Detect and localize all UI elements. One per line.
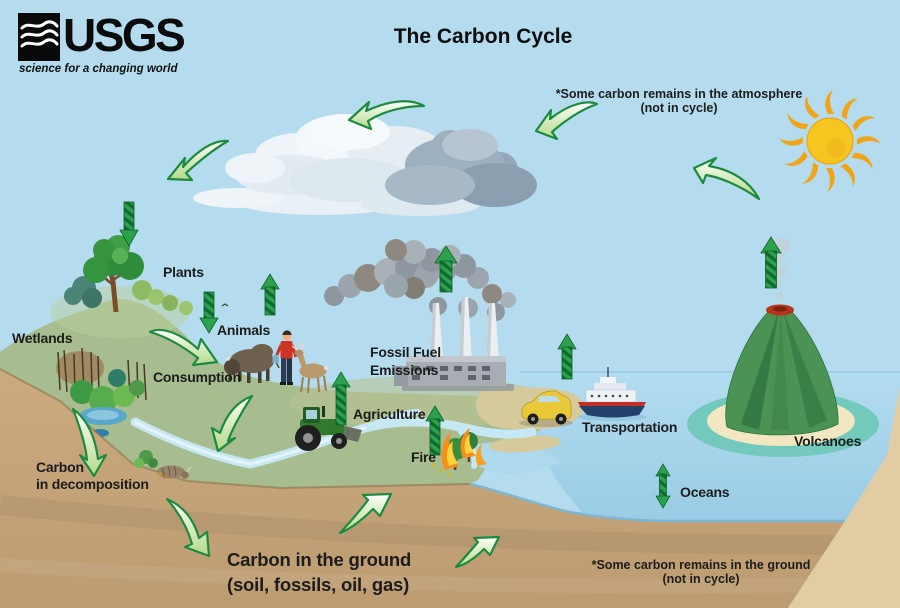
- label-volcanoes: Volcanoes: [794, 433, 862, 449]
- label-decomposition-line1: Carbon: [36, 459, 84, 475]
- arrow-sky-down-left: [534, 101, 599, 141]
- arrow-hill-down: [210, 394, 254, 453]
- arrow-atmosphere-left: [347, 100, 426, 131]
- arrow-agriculture-up: [331, 371, 351, 426]
- label-oceans: Oceans: [680, 484, 730, 500]
- atmosphere-note: *Some carbon remains in the atmosphere (…: [556, 87, 803, 115]
- label-fire: Fire: [411, 449, 436, 465]
- ship-icon: [577, 367, 647, 421]
- arrow-oceans-updown: [655, 463, 671, 509]
- label-fossil-fuel-line1: Fossil Fuel: [370, 344, 441, 360]
- arrow-wetlands-down: [199, 291, 219, 334]
- tree-icon: [64, 235, 229, 315]
- arrow-cloud-down-left: [166, 139, 230, 182]
- arrow-transportation-up: [557, 333, 577, 380]
- usgs-wordmark: USGS: [63, 9, 186, 61]
- sun-icon: [779, 90, 881, 192]
- arrow-emissions-up: [434, 245, 458, 293]
- label-plants: Plants: [163, 264, 204, 280]
- arrow-wetland-down: [71, 407, 108, 478]
- wetland-vegetation: [56, 347, 147, 437]
- ground-side-face: [788, 385, 900, 608]
- usgs-wave-icon: [18, 13, 60, 61]
- ground: [0, 368, 861, 608]
- atmosphere-note-line2: (not in cycle): [640, 101, 718, 115]
- label-wetlands: Wetlands: [12, 330, 73, 346]
- usgs-logo: USGS: [18, 9, 186, 61]
- ground-note-line2: (not in cycle): [662, 572, 740, 586]
- arrow-ground-up-right-2: [454, 535, 501, 569]
- label-decomposition-line2: in decomposition: [36, 476, 149, 492]
- ground-note: *Some carbon remains in the ground (not …: [592, 558, 811, 586]
- label-carbon-ground-line2: (soil, fossils, oil, gas): [227, 574, 410, 595]
- label-agriculture: Agriculture: [353, 406, 426, 422]
- ground-note-line1: *Some carbon remains in the ground: [591, 558, 811, 572]
- label-transportation: Transportation: [582, 419, 678, 435]
- arrow-animals-up: [260, 273, 280, 316]
- bison-icon: [224, 344, 280, 383]
- fire-icon: [431, 428, 487, 478]
- arrow-volcano-up: [760, 236, 782, 289]
- label-animals: Animals: [217, 322, 271, 338]
- volcano-icon: [687, 237, 879, 457]
- usgs-tagline: science for a changing world: [19, 63, 178, 75]
- dark-cloud: [385, 129, 537, 207]
- waterline: [469, 482, 845, 523]
- arrow-sun-up-left: [692, 156, 761, 201]
- person-figure: [272, 330, 298, 385]
- arrow-consumption: [148, 328, 219, 367]
- label-carbon-ground-line1: Carbon in the ground: [227, 549, 412, 570]
- diagram-title: The Carbon Cycle: [393, 25, 573, 48]
- factory-icon: [324, 239, 516, 391]
- arrow-ground-down-right: [165, 497, 211, 558]
- deer-icon: [291, 342, 328, 394]
- tractor-icon: [295, 406, 362, 451]
- atmosphere-note-line1: *Some carbon remains in the atmosphere: [555, 87, 803, 101]
- arrow-plants-down: [119, 201, 139, 247]
- label-consumption: Consumption: [153, 369, 242, 385]
- decomposition-icon: [134, 450, 192, 479]
- label-fossil-fuel-line2: Emissions: [370, 362, 439, 378]
- arrow-ground-up-right-1: [338, 492, 393, 535]
- car-icon: [519, 390, 573, 427]
- arrow-fire-up: [425, 405, 445, 456]
